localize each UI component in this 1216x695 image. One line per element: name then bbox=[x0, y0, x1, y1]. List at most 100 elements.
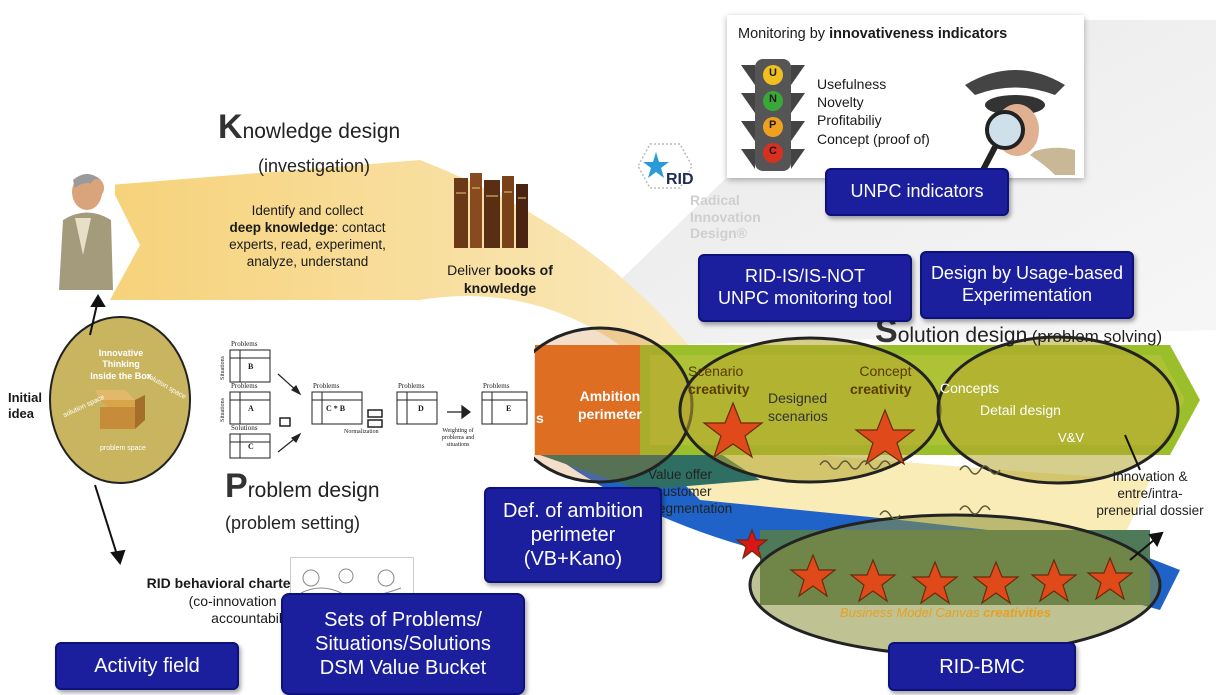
sets-line2: Situations/Solutions bbox=[315, 633, 491, 655]
value-line1: Value offer bbox=[648, 467, 713, 482]
indicator-concept: Concept (proof of) bbox=[817, 130, 930, 147]
scenario-creativity-label: Scenario creativity bbox=[688, 363, 749, 398]
knowledge-body-line1: Identify and collect bbox=[251, 203, 364, 218]
problem-space-label: problem space bbox=[100, 445, 146, 452]
monitoring-title-prefix: Monitoring by bbox=[738, 26, 830, 42]
bmc-creativities-label: Business Model Canvas creativities bbox=[840, 605, 1051, 621]
star-icon bbox=[849, 558, 897, 603]
weighting-line1: Weighting of bbox=[442, 428, 474, 434]
designed-line1: Designed bbox=[768, 390, 828, 406]
sets-line3: DSM Value Bucket bbox=[319, 657, 487, 679]
spring-icon bbox=[959, 505, 991, 515]
innovation-dossier-label: Innovation & entre/intra- preneurial dos… bbox=[1085, 469, 1215, 520]
charter-text: RID behavioral charter (co-innovation an… bbox=[86, 575, 296, 628]
rid-logo-text: Radical Innovation Design® bbox=[690, 192, 761, 242]
concept-line1: Concept bbox=[859, 363, 912, 379]
charter-title: RID behavioral charter bbox=[146, 575, 296, 591]
matrix-label-situations-1: Situations bbox=[220, 355, 226, 380]
inside-box-title1: Innovative Thinking bbox=[98, 348, 144, 370]
knowledge-body-line3: experts, read, experiment, bbox=[229, 236, 386, 252]
knowledge-body-line4: analyze, understand bbox=[246, 253, 369, 269]
indicator-novelty: Novelty bbox=[817, 94, 864, 111]
unpc-indicators-button[interactable]: UNPC indicators bbox=[825, 168, 1009, 216]
concept-creativity-label: Concept creativity bbox=[850, 363, 911, 398]
matrix-label-problems-3: Problems bbox=[313, 382, 340, 390]
bmc-bold: creativities bbox=[983, 605, 1052, 620]
charter-line3: accountability bbox=[211, 610, 296, 626]
light-letter-c: C bbox=[769, 145, 777, 157]
weighting-line2: problems and bbox=[441, 434, 475, 441]
solution-title: olution design bbox=[897, 324, 1028, 347]
ambition-perimeter-label: Ambition perimeter bbox=[578, 388, 642, 423]
usage-line2: Experimentation bbox=[961, 285, 1093, 305]
indicator-profitability: Profitabiliy bbox=[817, 112, 882, 129]
detective-photo bbox=[965, 70, 1075, 175]
innov-line1: Innovation & bbox=[1112, 469, 1188, 484]
spring-icon bbox=[879, 510, 901, 520]
value-offer-label: Value offer customer egmentation bbox=[648, 467, 732, 518]
spring-icon bbox=[959, 465, 1001, 475]
matrix-label-problems-1: Problems bbox=[231, 340, 258, 348]
ambition-line2: perimeter bbox=[578, 405, 642, 422]
ambition-btn-line1: Def. of ambition bbox=[502, 500, 644, 522]
traffic-light-icon bbox=[741, 59, 805, 171]
monitoring-title-bold: innovativeness indicators bbox=[829, 26, 1008, 42]
monitoring-panel: Monitoring by innovativeness indicators … bbox=[727, 15, 1084, 178]
star-icon bbox=[1030, 558, 1078, 603]
problem-subtitle: (problem setting) bbox=[225, 513, 361, 533]
problem-initial: P bbox=[225, 467, 248, 505]
ambition-edge-s: s bbox=[536, 410, 544, 426]
rid-logo-icon bbox=[637, 143, 693, 189]
rid-bmc-button[interactable]: RID-BMC bbox=[888, 642, 1076, 691]
matrix-label-problems-4: Problems bbox=[398, 382, 425, 390]
matrix-A: A bbox=[248, 404, 254, 413]
light-letter-n: N bbox=[769, 93, 777, 105]
open-box-icon bbox=[95, 390, 145, 429]
matrix-D: D bbox=[418, 404, 424, 413]
star-icon bbox=[702, 401, 764, 459]
problem-title: roblem design bbox=[247, 479, 380, 502]
problem-design-heading: Problem design bbox=[225, 467, 380, 506]
innov-line2: entre/intra- bbox=[1117, 485, 1183, 501]
matrix-label-problems-5: Problems bbox=[483, 382, 510, 390]
knowledge-title: nowledge design bbox=[242, 120, 401, 143]
matrix-label-solutions: Solutions bbox=[231, 424, 258, 432]
matrix-CB: C * B bbox=[326, 404, 346, 413]
matrix-label-weighting: Weighting of problems and situations bbox=[438, 428, 478, 449]
vv-label: V&V bbox=[1058, 430, 1085, 445]
usage-line1: Design by Usage-based bbox=[930, 263, 1124, 284]
thinking-man-photo bbox=[55, 170, 115, 290]
designed-line2: scenarios bbox=[768, 407, 828, 424]
sets-line1: Sets of Problems/ bbox=[324, 609, 482, 631]
problem-matrices-panel: Problems Problems Solutions Problems Pro… bbox=[212, 332, 534, 460]
concept-line2: creativity bbox=[850, 380, 912, 397]
knowledge-body-line2: : contact bbox=[334, 219, 386, 235]
rid-bmc-label: RID-BMC bbox=[939, 655, 1025, 678]
knowledge-body-bold: deep knowledge bbox=[229, 219, 335, 235]
matrix-label-normalization: Normalization bbox=[344, 429, 379, 435]
deliver-text: Deliver bbox=[447, 262, 491, 278]
indicator-usefulness: Usefulness bbox=[817, 76, 887, 92]
unpc-indicators-label: UNPC indicators bbox=[850, 181, 984, 202]
matrix-B: B bbox=[248, 362, 254, 371]
rid-logo-line3: Design® bbox=[690, 225, 747, 242]
knowledge-body: Identify and collect deep knowledge: con… bbox=[200, 203, 415, 271]
inside-box-title: Innovative Thinking Inside the Box bbox=[80, 348, 162, 382]
knowledge-subtitle: (investigation) bbox=[258, 156, 371, 176]
ridis-line1: RID-IS/IS-NOT bbox=[744, 266, 865, 287]
initial-idea-label: Initial idea bbox=[8, 390, 42, 423]
arrow-innov-up bbox=[1124, 434, 1141, 471]
charter-line2: (co-innovation an bbox=[188, 592, 296, 609]
activity-field-button[interactable]: Activity field bbox=[55, 642, 239, 690]
star-icon bbox=[735, 528, 769, 560]
bmc-prefix: Business Model Canvas bbox=[840, 605, 984, 620]
knowledge-initial: K bbox=[218, 108, 243, 146]
matrices-drawing bbox=[229, 349, 528, 459]
orange-band bbox=[535, 345, 650, 455]
matrix-label-situations-2: Situations bbox=[220, 397, 226, 422]
